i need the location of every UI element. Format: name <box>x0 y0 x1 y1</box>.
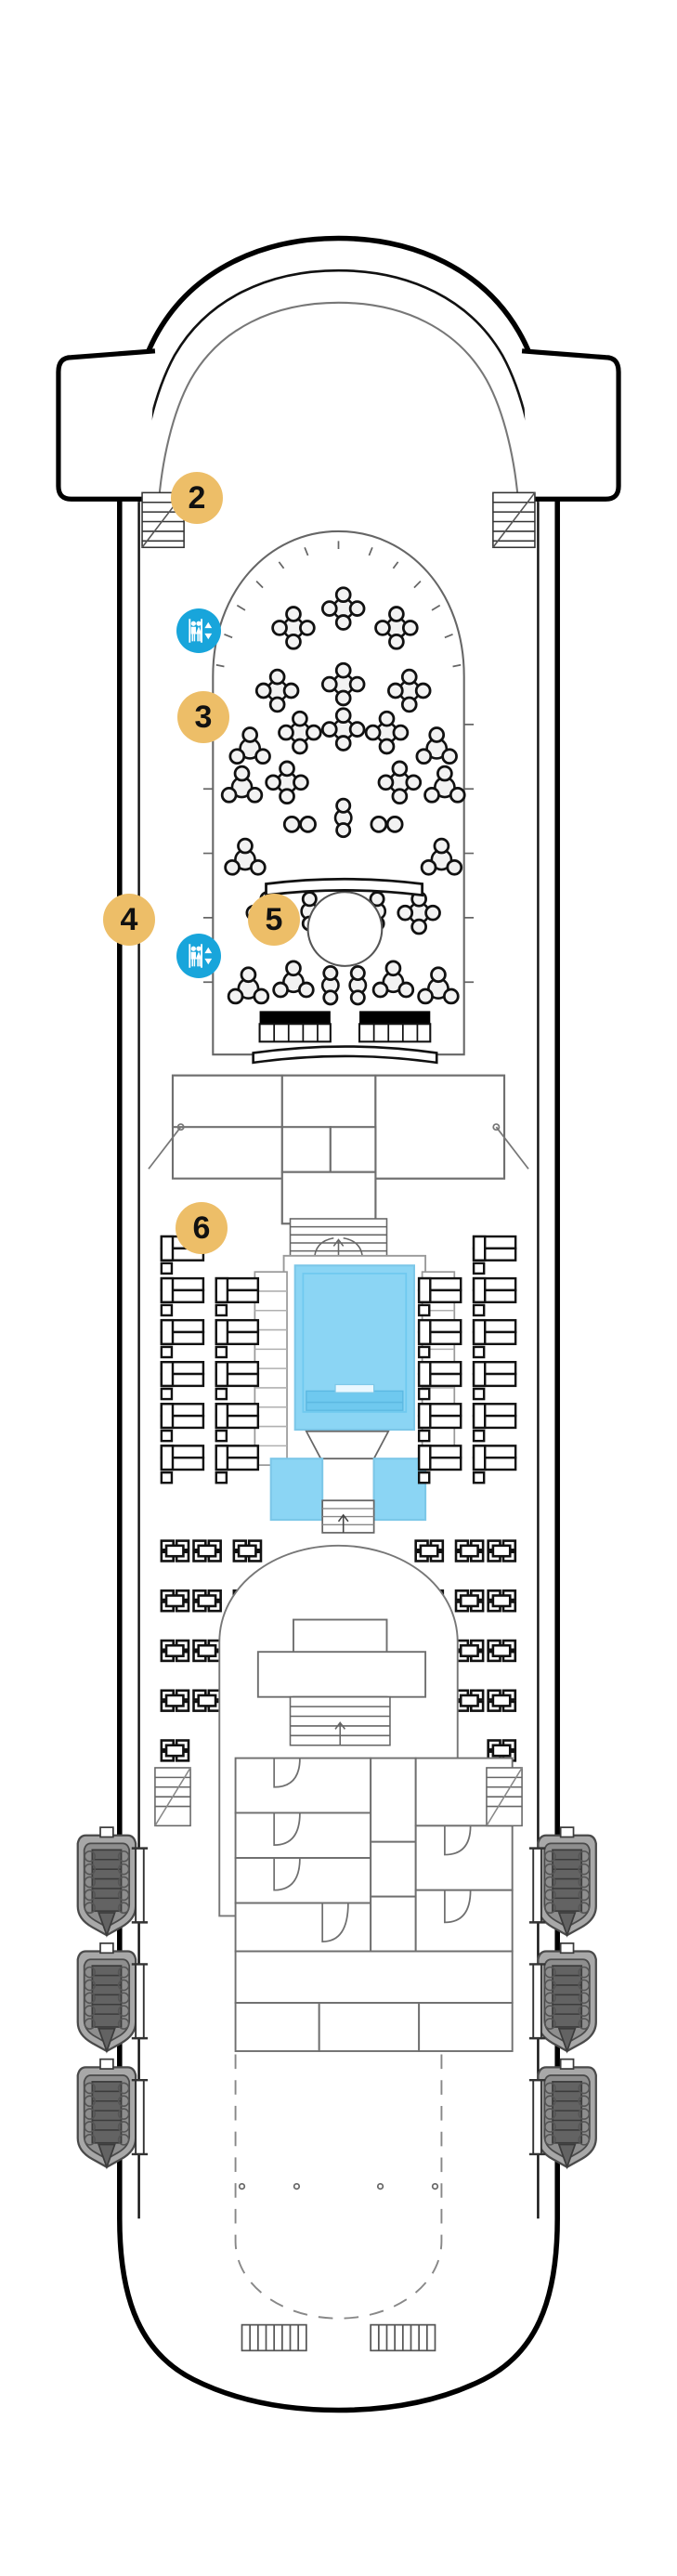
lifeboat-port-2 <box>76 1942 137 2053</box>
side-stair-starboard <box>486 1767 523 1827</box>
door-swings <box>273 1758 472 1943</box>
bridge-wing-starboard <box>521 348 621 502</box>
lounge-dance-floor <box>306 891 384 967</box>
lifeboat-starboard-1 <box>537 1825 597 1937</box>
elevator-restroom-icon-aft[interactable] <box>176 934 221 978</box>
stern-vent-port <box>241 2323 307 2352</box>
forward-stair <box>289 1218 388 1262</box>
poi-marker-2-label: 2 <box>188 480 206 516</box>
elevator-restroom-icon-forward[interactable] <box>176 608 221 653</box>
poi-marker-5[interactable]: 5 <box>248 894 300 946</box>
poi-marker-4[interactable]: 4 <box>103 894 155 946</box>
poi-marker-6[interactable]: 6 <box>176 1202 228 1254</box>
forward-service-block <box>171 1074 506 1261</box>
poi-marker-4-label: 4 <box>120 902 138 937</box>
lifeboat-starboard-3 <box>537 2058 597 2168</box>
lounge-front-rail <box>252 1045 438 1065</box>
poi-marker-3[interactable]: 3 <box>177 691 229 743</box>
poi-marker-3-label: 3 <box>194 700 213 735</box>
deck-leader-lines <box>148 1123 529 1170</box>
aft-stair <box>289 1695 391 1746</box>
interior-rooms <box>234 1757 514 2052</box>
elevator-restroom-icon <box>189 619 213 643</box>
aft-open-deck <box>234 2054 443 2320</box>
whirlpool-starboard <box>372 1458 427 1522</box>
lifeboat-port-1 <box>76 1825 137 1937</box>
lounge-bar-port <box>258 1011 332 1043</box>
poi-marker-5-label: 5 <box>265 902 283 937</box>
lifeboat-port-3 <box>76 2058 137 2168</box>
poi-marker-2[interactable]: 2 <box>171 472 223 524</box>
bridge-wing-port <box>56 348 156 502</box>
lifeboat-starboard-2 <box>537 1942 597 2053</box>
lounge-bar-starboard <box>358 1011 432 1043</box>
pool-deck-area <box>254 1254 456 1534</box>
stern-vent-starboard <box>370 2323 436 2352</box>
elevator-restroom-icon <box>189 944 213 968</box>
poi-marker-6-label: 6 <box>192 1210 211 1246</box>
side-stair-port <box>154 1767 191 1827</box>
lounge-stage-rail <box>265 877 424 897</box>
whirlpool-port <box>269 1458 324 1522</box>
wing-stair-starboard <box>492 491 536 549</box>
